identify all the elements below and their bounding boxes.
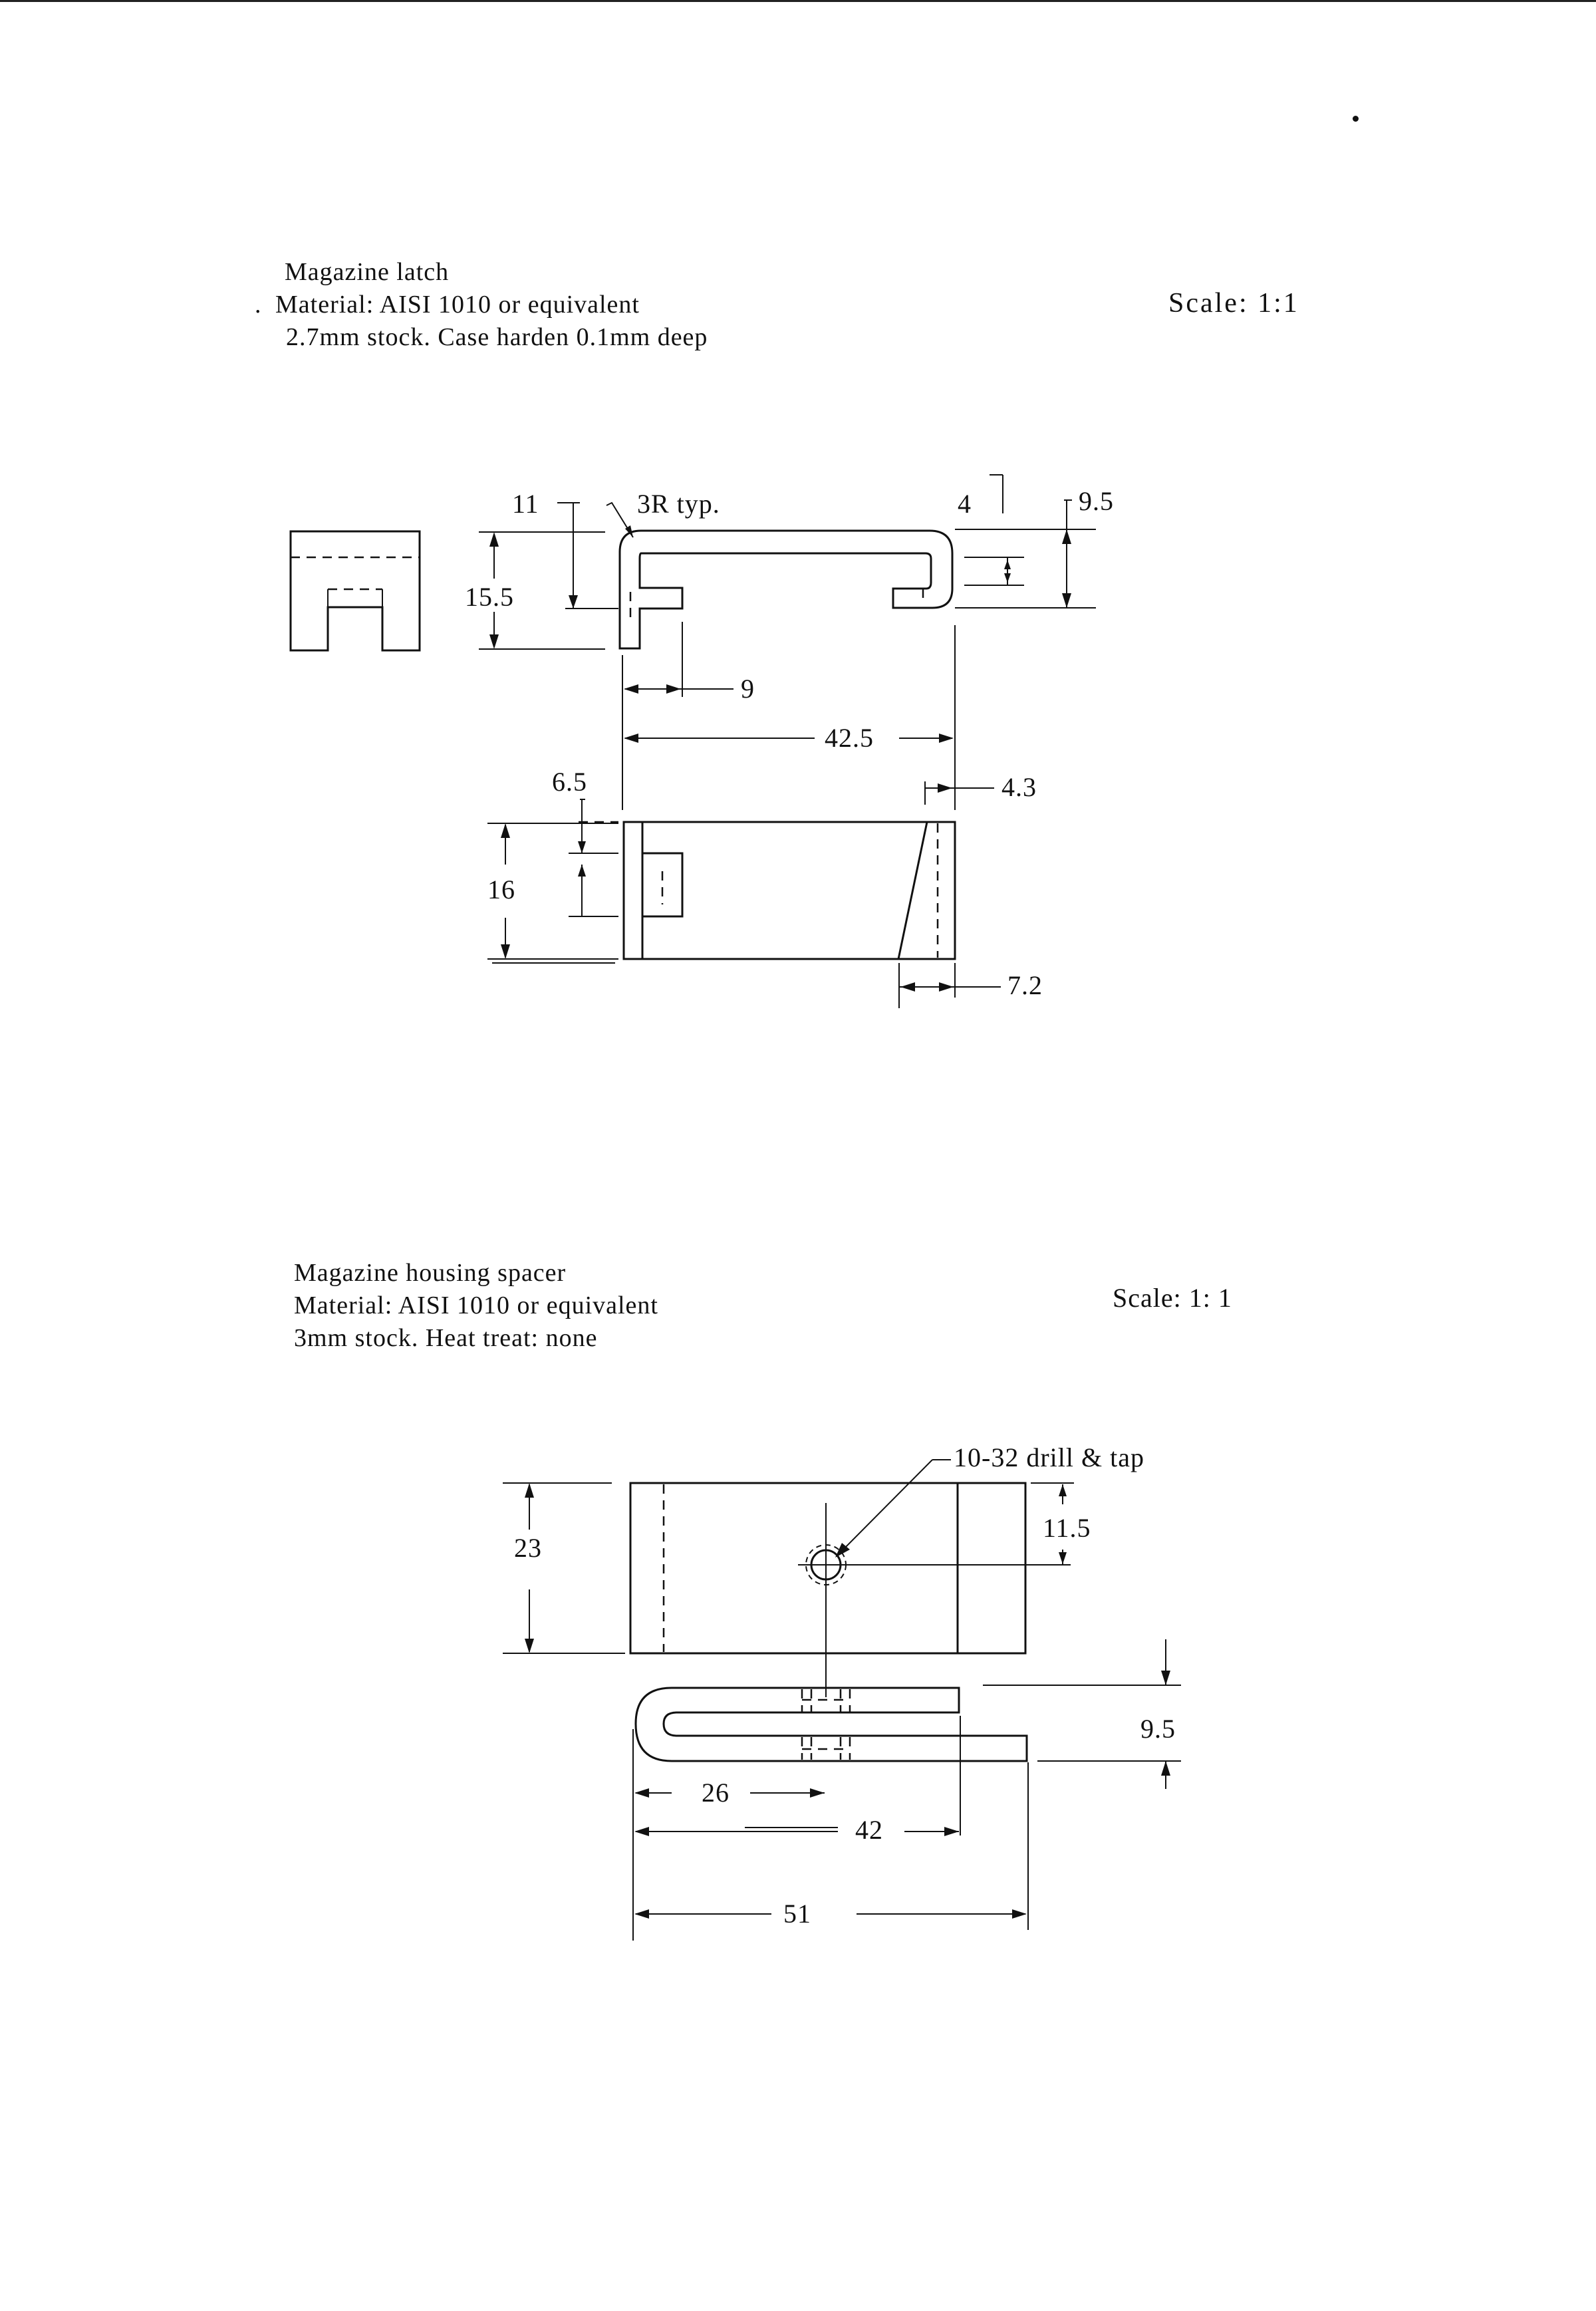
- spacer-dim-23: 23: [514, 1533, 542, 1563]
- latch-end-view: [289, 530, 421, 652]
- latch-scale: Scale: 1:1: [1168, 288, 1299, 319]
- latch-dim-16: 16: [487, 875, 515, 904]
- spacer-dim-26: 26: [702, 1778, 730, 1808]
- latch-material: Material: AISI 1010 or equivalent: [275, 291, 640, 319]
- spacer-material: Material: AISI 1010 or equivalent: [294, 1291, 658, 1319]
- spacer-top-view: [629, 1482, 1071, 1697]
- spacer-stock: 3mm stock. Heat treat: none: [294, 1324, 598, 1352]
- latch-dim-11: 11: [512, 489, 539, 519]
- latch-dim-4-3: 4.3: [1001, 772, 1037, 802]
- latch-dim-6-5: 6.5: [552, 767, 587, 797]
- spacer-dim-11-5: 11.5: [1043, 1513, 1091, 1543]
- latch-bullet: .: [255, 291, 262, 319]
- latch-dim-9: 9: [741, 674, 755, 704]
- spacer-tap-note: 10-32 drill & tap: [954, 1442, 1144, 1472]
- top-border-line: [0, 0, 1596, 2]
- latch-dim-9-5: 9.5: [1079, 486, 1114, 516]
- latch-dim-4: 4: [958, 489, 972, 519]
- spacer-title: Magazine housing spacer: [294, 1259, 567, 1287]
- latch-dim-7-2: 7.2: [1007, 970, 1043, 1000]
- latch-top-view: [622, 821, 956, 960]
- latch-dim-3r: 3R typ.: [637, 489, 720, 519]
- spacer-dim-9-5: 9.5: [1140, 1714, 1176, 1744]
- spacer-dim-42: 42: [855, 1815, 883, 1845]
- latch-dim-42-5: 42.5: [825, 723, 874, 753]
- latch-dim-15-5: 15.5: [465, 582, 514, 612]
- latch-front-view: [618, 529, 954, 650]
- spacer-side-view: [634, 1687, 1028, 1762]
- latch-stock: 2.7mm stock. Case harden 0.1mm deep: [286, 323, 708, 351]
- spacer-dim-51: 51: [783, 1899, 811, 1929]
- latch-title: Magazine latch: [285, 258, 450, 286]
- spacer-scale: Scale: 1: 1: [1113, 1283, 1232, 1313]
- stray-mark: [1353, 116, 1359, 122]
